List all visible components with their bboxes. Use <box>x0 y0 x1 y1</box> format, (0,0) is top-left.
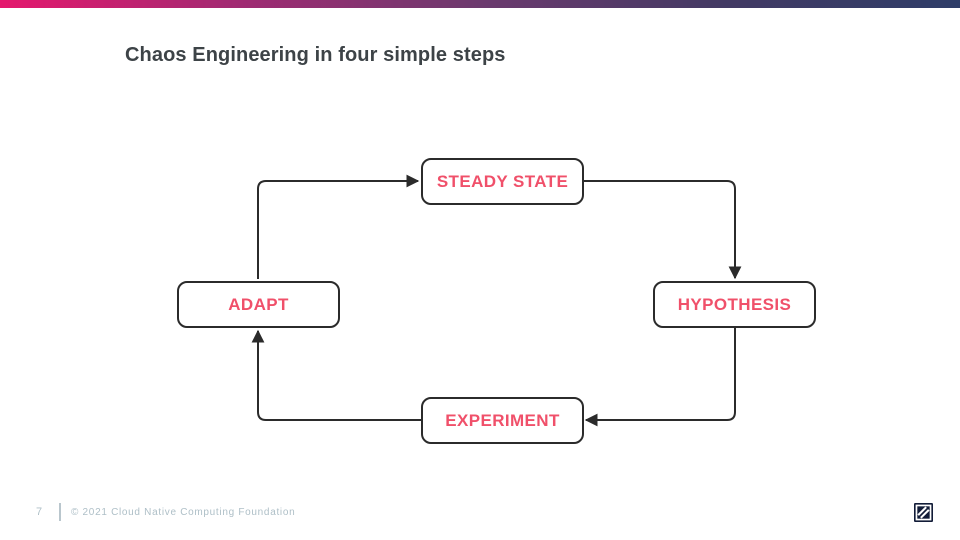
top-gradient-bar <box>0 0 960 8</box>
connector-experiment-to-adapt <box>251 329 421 421</box>
node-adapt-label: ADAPT <box>228 294 289 314</box>
footer-separator <box>59 503 61 521</box>
cncf-logo-icon <box>914 503 933 522</box>
node-adapt: ADAPT <box>177 281 340 328</box>
node-experiment: EXPERIMENT <box>421 397 584 444</box>
connector-steady-state-to-hypothesis <box>584 180 742 280</box>
node-hypothesis: HYPOTHESIS <box>653 281 816 328</box>
footer: 7 © 2021 Cloud Native Computing Foundati… <box>0 500 960 528</box>
node-steady-state: STEADY STATE <box>421 158 584 205</box>
connector-hypothesis-to-experiment <box>584 328 736 427</box>
node-hypothesis-label: HYPOTHESIS <box>677 294 792 314</box>
page-number: 7 <box>36 506 43 518</box>
page-title: Chaos Engineering in four simple steps <box>125 44 506 66</box>
node-experiment-label: EXPERIMENT <box>445 410 560 430</box>
connector-adapt-to-steady-state <box>257 174 420 279</box>
node-steady-state-label: STEADY STATE <box>436 171 569 191</box>
copyright-text: © 2021 Cloud Native Computing Foundation <box>71 507 296 518</box>
